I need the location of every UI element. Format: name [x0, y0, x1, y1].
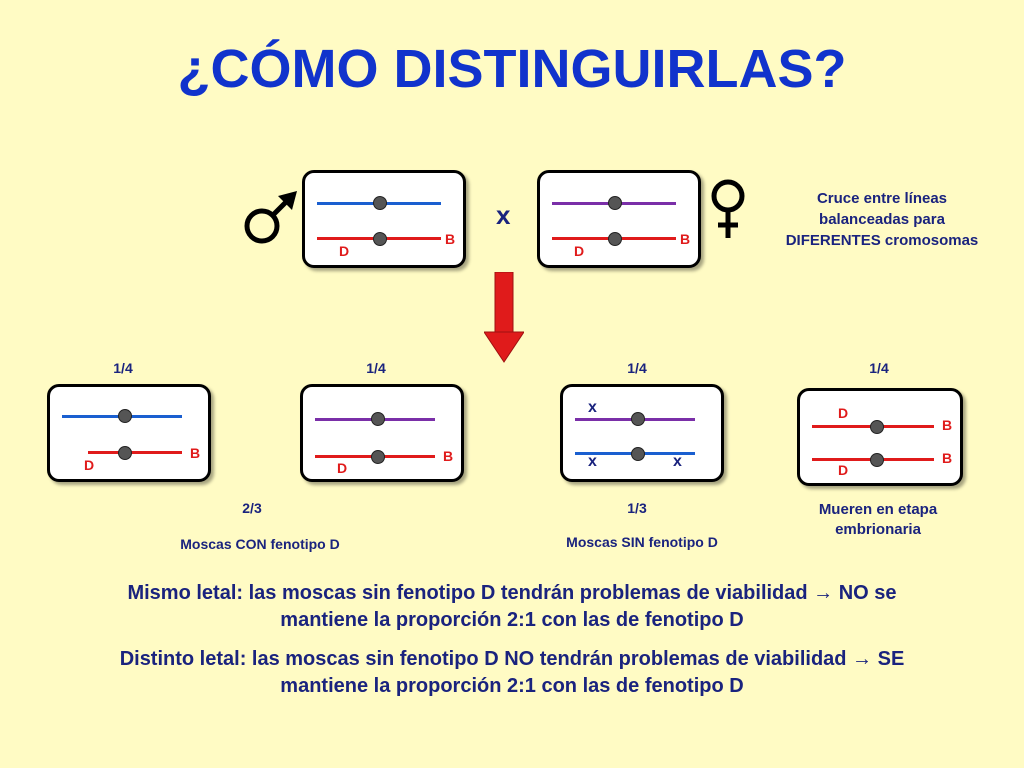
gene-label-d: D — [337, 460, 348, 476]
conclusion-line: Distinto letal: las moscas sin fenotipo … — [119, 648, 905, 670]
gene-label-d: D — [339, 243, 350, 259]
label-dead: Mueren en etapa embrionaria — [778, 500, 978, 540]
centromere — [631, 412, 645, 426]
fraction-label: 1/4 — [869, 360, 889, 376]
offspring-chromosome-box: D B — [300, 384, 464, 482]
fraction-label: 1/4 — [627, 360, 647, 376]
label-with-d: Moscas CON fenotipo D — [180, 536, 340, 552]
fraction-label: 1/4 — [113, 360, 133, 376]
label-dead-line: embrionaria — [835, 521, 921, 538]
gene-label-d: D — [574, 243, 585, 259]
label-dead-line: Mueren en etapa — [818, 501, 938, 518]
conclusion-line: mantiene la proporción 2:1 con las de fe… — [280, 609, 744, 631]
centromere — [118, 446, 132, 460]
down-arrow-icon — [484, 272, 524, 363]
female-icon — [711, 179, 745, 238]
gene-label-d: D — [838, 462, 849, 478]
centromere — [373, 196, 387, 210]
centromere — [870, 420, 884, 434]
gene-label-b: B — [942, 417, 953, 433]
mutation-x-mark: x — [588, 399, 597, 416]
offspring-chromosome-box: D B B D — [797, 388, 963, 486]
centromere — [870, 453, 884, 467]
centromere — [371, 412, 385, 426]
centromere — [631, 447, 645, 461]
male-icon — [244, 191, 297, 244]
ratio-with-d: 2/3 — [242, 500, 262, 516]
centromere — [608, 232, 622, 246]
cross-note-line: balanceadas para — [819, 211, 945, 228]
offspring-chromosome-box: x x x — [560, 384, 724, 482]
female-parent-chromosome-box: D B — [537, 170, 701, 268]
label-without-d: Moscas SIN fenotipo D — [566, 534, 718, 550]
gene-label-d: D — [84, 457, 95, 473]
cross-note-line: DIFERENTES cromosomas — [785, 232, 979, 249]
fraction-label: 1/4 — [366, 360, 386, 376]
ratio-without-d: 1/3 — [627, 500, 647, 516]
gene-label-d: D — [838, 405, 849, 421]
gene-label-b: B — [942, 450, 953, 466]
gene-label-b: B — [680, 231, 691, 247]
mutation-x-mark: x — [588, 453, 597, 470]
centromere — [373, 232, 387, 246]
conclusion-line: Mismo letal: las moscas sin fenotipo D t… — [127, 582, 897, 604]
offspring-chromosome-box: D B — [47, 384, 211, 482]
centromere — [371, 450, 385, 464]
page-title: ¿CÓMO DISTINGUIRLAS? — [177, 39, 847, 99]
gene-label-b: B — [445, 231, 456, 247]
centromere — [608, 196, 622, 210]
gene-label-b: B — [190, 445, 201, 461]
conclusion-line: mantiene la proporción 2:1 con las de fe… — [280, 675, 744, 697]
conclusion-different-lethal: Distinto letal: las moscas sin fenotipo … — [30, 646, 994, 700]
conclusion-same-lethal: Mismo letal: las moscas sin fenotipo D t… — [30, 580, 994, 634]
centromere — [118, 409, 132, 423]
cross-symbol: x — [496, 200, 511, 230]
cross-note-line: Cruce entre líneas — [816, 190, 948, 207]
gene-label-b: B — [443, 448, 454, 464]
cross-note: Cruce entre líneas balanceadas para DIFE… — [768, 188, 996, 251]
mutation-x-mark: x — [673, 453, 682, 470]
chromosome-red — [88, 451, 182, 454]
male-parent-chromosome-box: D B — [302, 170, 466, 268]
